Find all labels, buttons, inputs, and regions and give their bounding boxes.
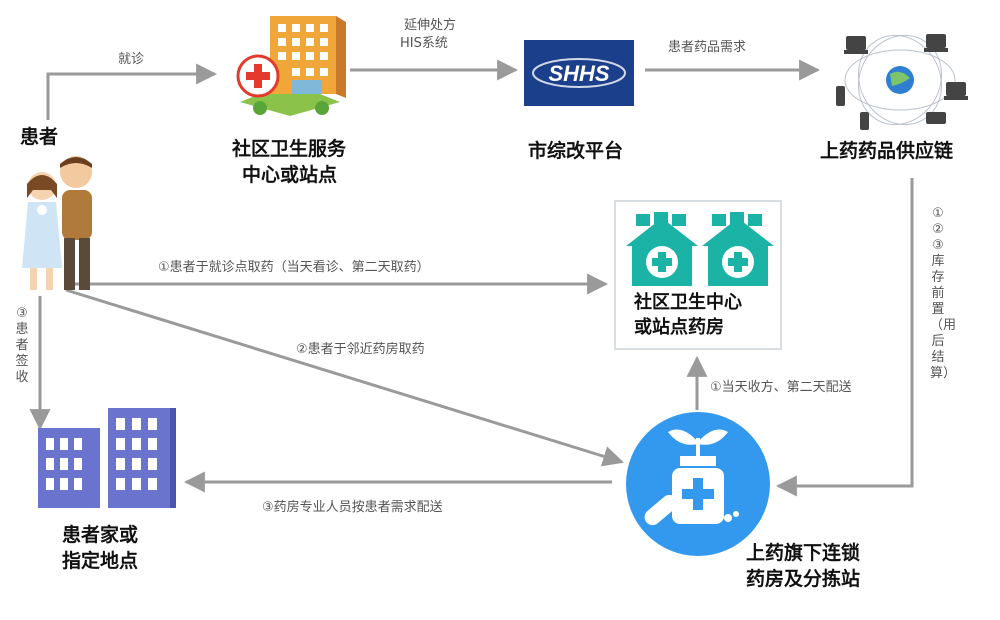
edge-label-sign: ③患者签收 bbox=[15, 306, 29, 385]
supply-chain-label: 上药药品供应链 bbox=[820, 140, 954, 162]
community-center-building-icon bbox=[236, 16, 346, 116]
chain-pharmacy-label-line2: 药房及分拣站 bbox=[746, 568, 861, 590]
edge-label-inventory: ①②③库存前置（用后结算） bbox=[930, 206, 957, 381]
edge-label-pickup-nearby: ②患者于邻近药房取药 bbox=[296, 342, 425, 357]
platform-logo: SHHS bbox=[524, 40, 634, 106]
platform-logo-text: SHHS bbox=[548, 61, 609, 86]
edge-label-pickup-visit: ①患者于就诊点取药（当天看诊、第二天取药） bbox=[158, 260, 430, 275]
supply-chain-network-icon bbox=[836, 34, 968, 130]
patient-home-label-line1: 患者家或 bbox=[62, 524, 139, 546]
edge-label-delivery-home: ③药房专业人员按患者需求配送 bbox=[262, 500, 443, 515]
community-pharmacy-icon bbox=[626, 212, 774, 286]
community-pharmacy-label-line1: 社区卫生中心 bbox=[634, 292, 742, 313]
patient-label: 患者 bbox=[20, 126, 59, 148]
patient-couple-illustration bbox=[22, 156, 92, 290]
platform-label: 市综改平台 bbox=[528, 140, 624, 162]
edge-label-demand: 患者药品需求 bbox=[668, 40, 747, 55]
patient-home-label-line2: 指定地点 bbox=[62, 550, 139, 572]
arrow-pickup-nearby bbox=[65, 288, 625, 467]
edge-label-deliver-next-day: ①当天收方、第二天配送 bbox=[710, 380, 852, 395]
community-center-label-line1: 社区卫生服务 bbox=[232, 138, 347, 160]
arrow-visit bbox=[46, 63, 218, 120]
chain-pharmacy-icon bbox=[626, 412, 770, 556]
community-pharmacy-label-line2: 或站点药房 bbox=[634, 317, 724, 338]
community-pharmacy-box: 社区卫生中心 或站点药房 bbox=[614, 200, 782, 350]
edge-label-prescription-line2: HIS系统 bbox=[400, 36, 448, 51]
patient-home-buildings-icon bbox=[38, 408, 176, 508]
chain-pharmacy-label-line1: 上药旗下连锁 bbox=[746, 542, 861, 564]
edge-label-visit: 就诊 bbox=[118, 52, 145, 67]
arrow-inventory bbox=[775, 178, 914, 497]
edge-label-prescription-line1: 延伸处方 bbox=[404, 18, 457, 33]
community-center-label-line2: 中心或站点 bbox=[242, 164, 338, 186]
